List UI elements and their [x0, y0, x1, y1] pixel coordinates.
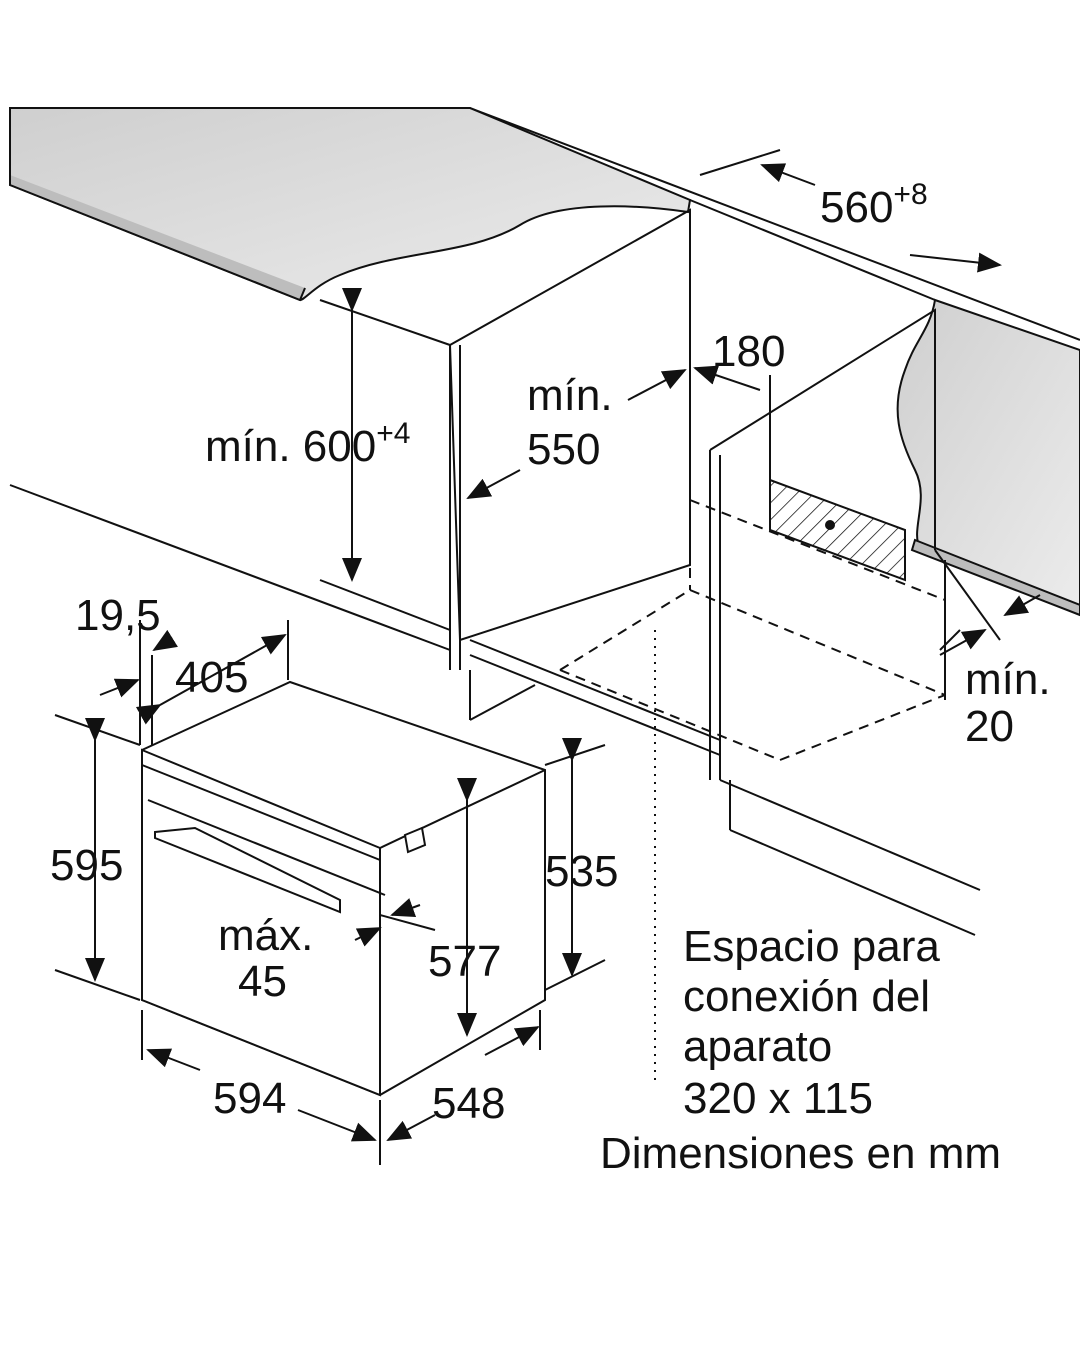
connection-offset-label: 180: [712, 327, 786, 376]
connection-area: [769, 478, 906, 582]
connection-note-line: aparato: [683, 1022, 833, 1071]
niche-width-tolerance: +8: [893, 178, 928, 211]
min-height-tolerance: +4: [376, 417, 411, 450]
connection-note-line: Espacio para: [683, 922, 940, 971]
body-height-label: 577: [428, 937, 502, 986]
oven: [141, 680, 546, 1097]
oven-depth-label: 548: [432, 1079, 506, 1128]
handle-caption: máx.: [218, 911, 314, 960]
connection-note-line: 320 x 115: [683, 1074, 874, 1123]
niche-width-label: 560+8: [820, 180, 928, 232]
side-height-label: 535: [545, 847, 619, 896]
gap-caption: mín.: [965, 655, 1051, 704]
min-height-value: mín. 600: [205, 422, 377, 471]
countertop-right: [896, 298, 1080, 617]
oven-height-label: 595: [50, 841, 124, 890]
min-height-label: mín. 600+4: [205, 419, 410, 471]
oven-width-label: 594: [213, 1074, 287, 1123]
front-thickness-label: 19,5: [75, 591, 161, 640]
units-note: Dimensiones en mm: [600, 1129, 1002, 1178]
min-depth-value: 550: [527, 425, 601, 474]
countertop-left: [9, 107, 692, 302]
gap-value: 20: [965, 702, 1014, 751]
top-depth-label: 405: [175, 653, 249, 702]
connection-note-line: conexión del: [683, 972, 931, 1021]
niche-width-value: 560: [820, 183, 894, 232]
handle-max-value: 45: [238, 957, 287, 1006]
min-depth-caption: mín.: [527, 371, 613, 420]
